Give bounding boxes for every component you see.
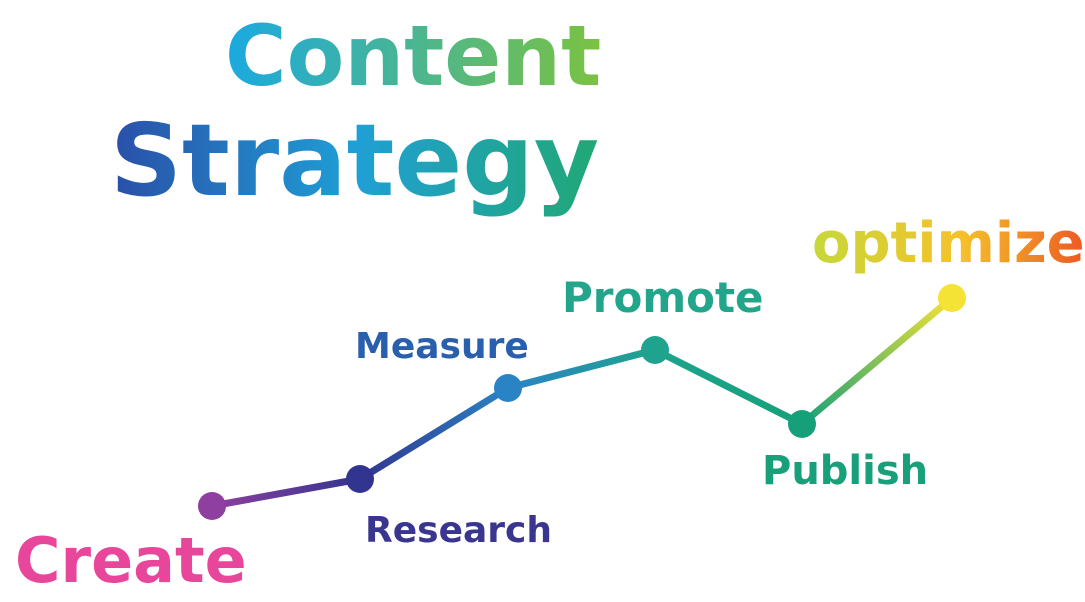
step-label-research: Research xyxy=(365,510,552,551)
segment-publish-to-optimize xyxy=(798,294,956,428)
segment-create-to-research xyxy=(208,475,364,510)
step-node-promote xyxy=(641,336,669,364)
step-label-measure: Measure xyxy=(355,326,529,367)
segment-promote-to-publish xyxy=(651,346,806,428)
path-segments xyxy=(208,294,956,510)
segment-research-to-measure xyxy=(356,384,512,483)
step-node-create xyxy=(198,492,226,520)
step-node-optimize xyxy=(938,284,966,312)
step-label-create: Create xyxy=(15,524,247,597)
step-label-optimize: optimize xyxy=(812,211,1085,276)
step-node-measure xyxy=(494,374,522,402)
step-node-publish xyxy=(788,410,816,438)
segment-measure-to-promote xyxy=(504,346,659,392)
title-line-1: Content xyxy=(225,7,601,105)
step-label-publish: Publish xyxy=(762,448,928,494)
path-nodes xyxy=(198,284,966,520)
title-line-2: Strategy xyxy=(110,102,599,219)
step-label-promote: Promote xyxy=(562,273,764,322)
step-node-research xyxy=(346,465,374,493)
path-labels: Create Research Measure Promote Publish … xyxy=(15,211,1085,597)
